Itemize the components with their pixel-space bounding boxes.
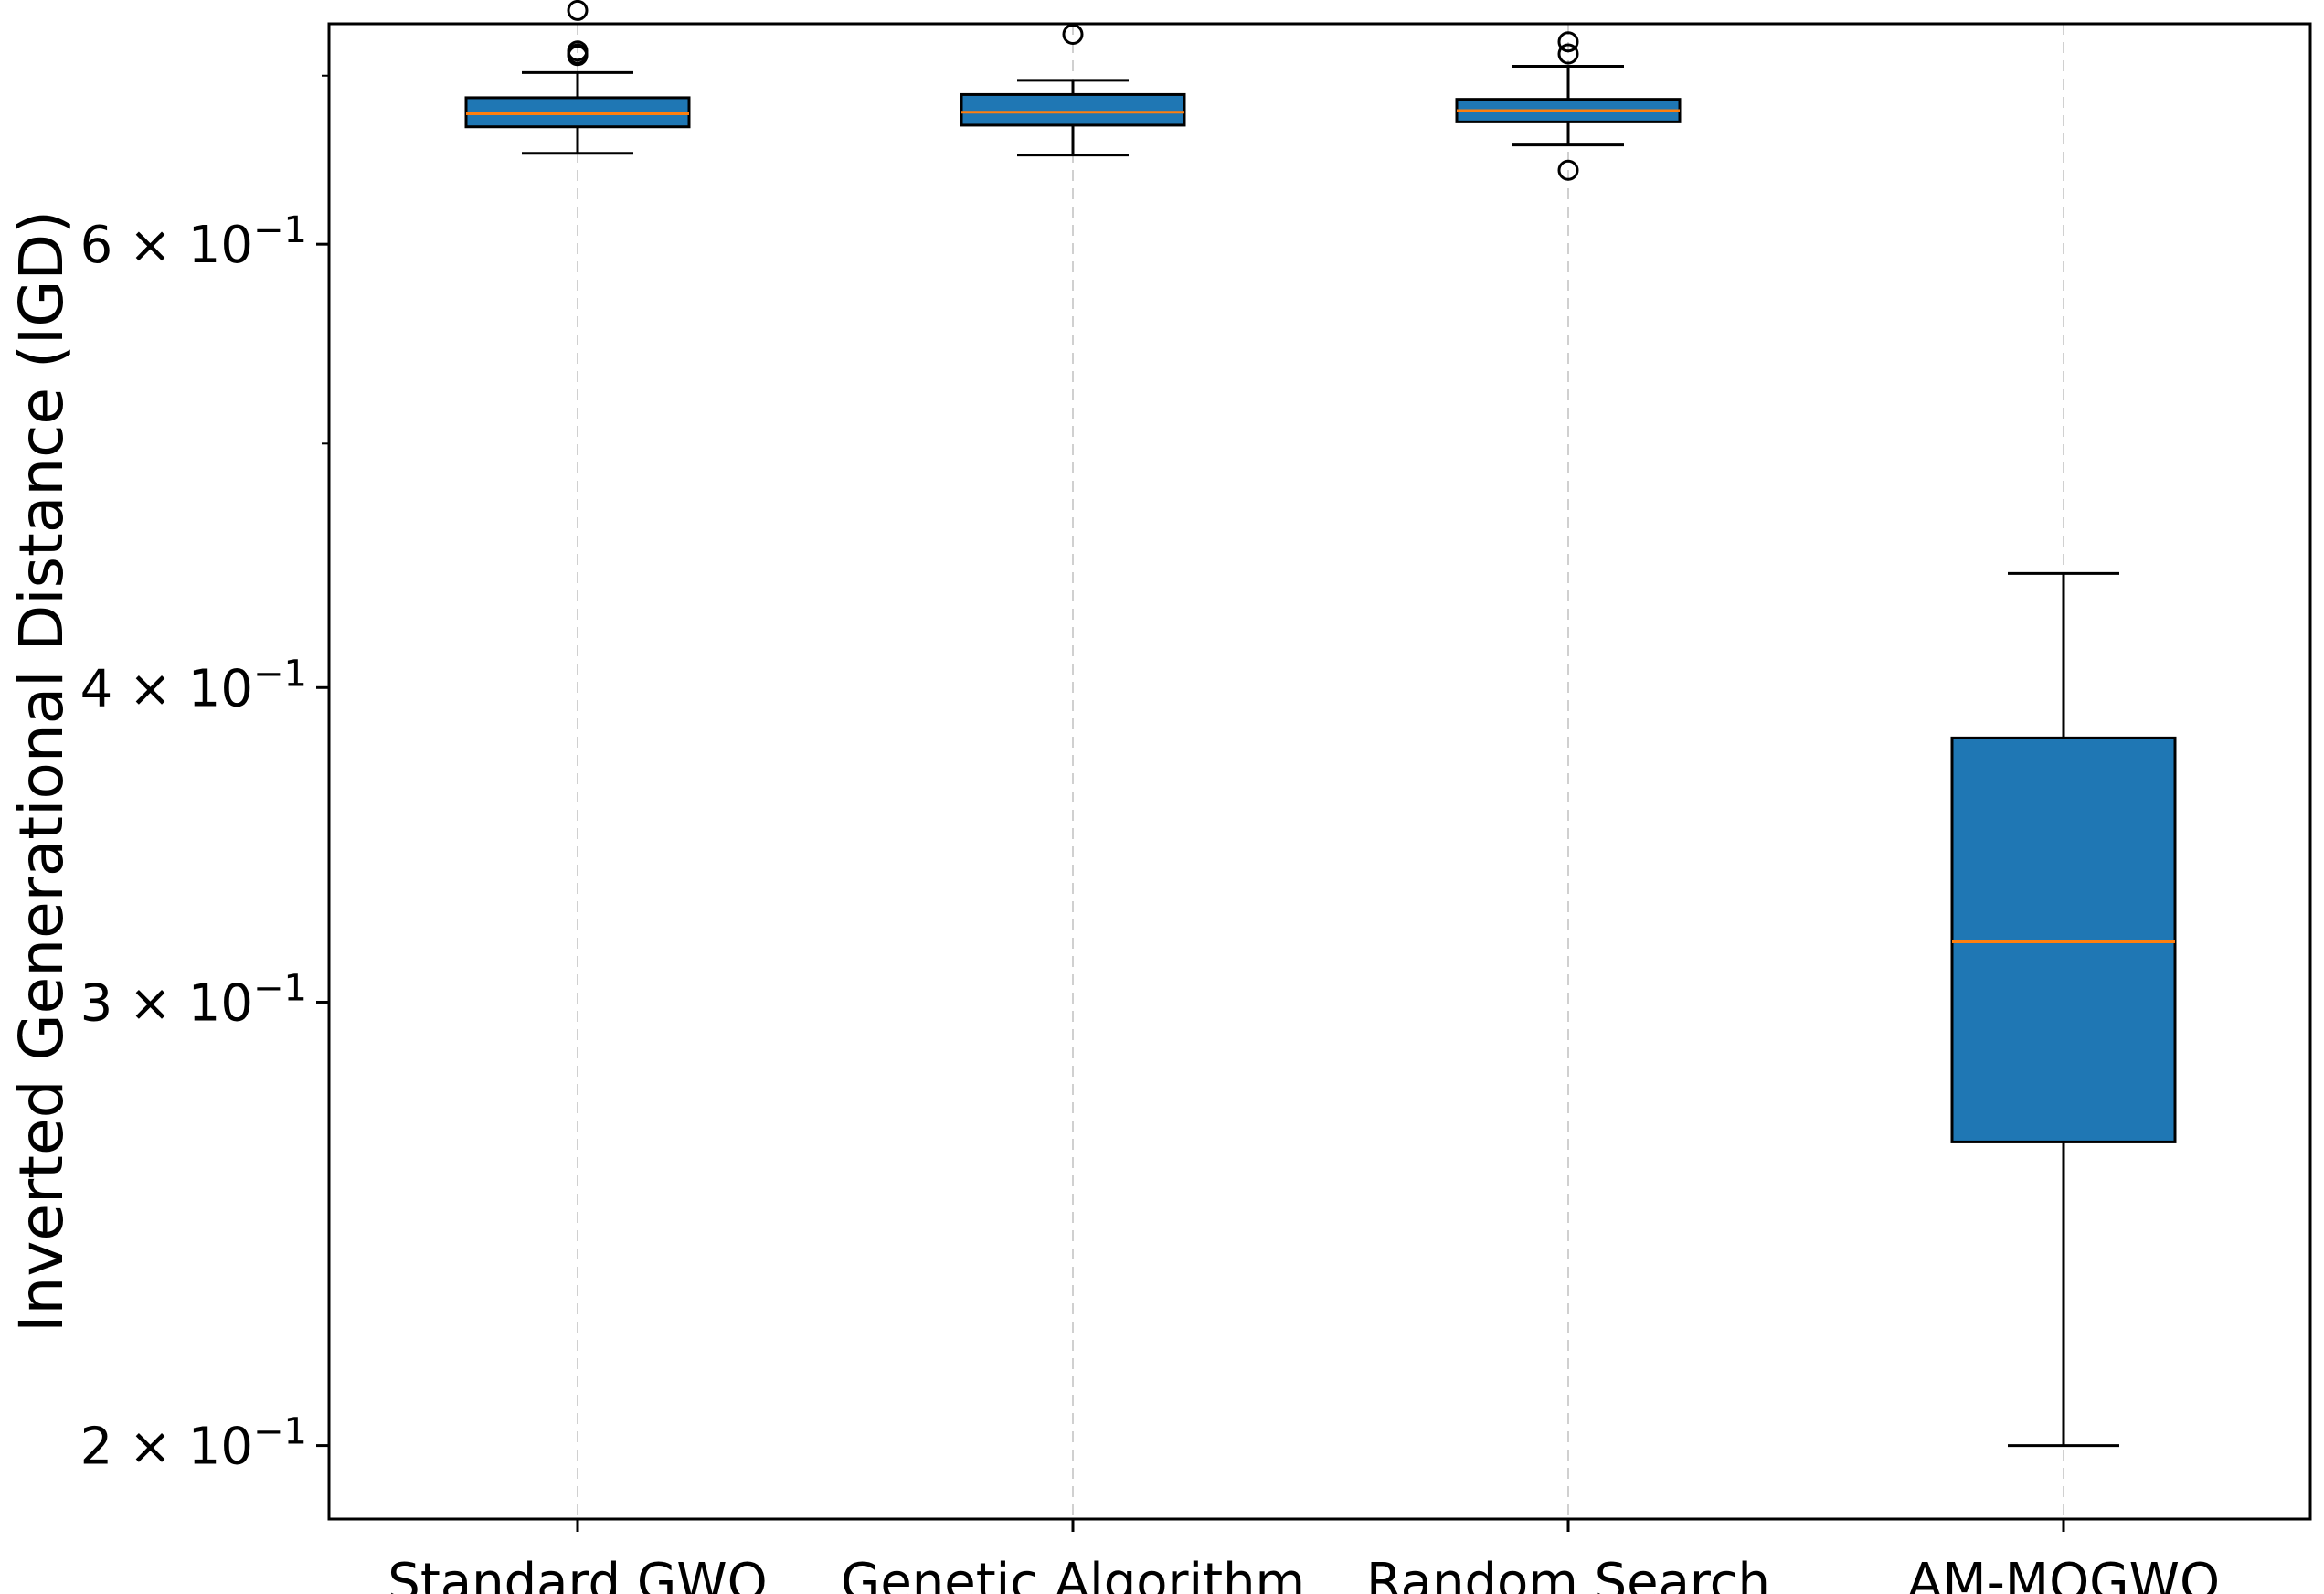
y-tick-mantissa: 2 bbox=[80, 1418, 113, 1477]
y-tick-times: × 10 bbox=[112, 1418, 253, 1477]
y-tick-times: × 10 bbox=[112, 659, 253, 718]
box-iqr bbox=[960, 92, 1186, 127]
plot-area-frame bbox=[327, 22, 2312, 1521]
y-axis-label: Inverted Generational Distance (IGD) bbox=[6, 210, 77, 1333]
y-tick-exponent: −1 bbox=[253, 209, 307, 251]
y-tick-mantissa: 4 bbox=[80, 659, 113, 718]
box-group bbox=[1455, 31, 1682, 181]
box-group bbox=[1950, 571, 2177, 1448]
y-tick-mantissa: 6 bbox=[80, 216, 113, 275]
x-tick-label: Genetic Algorithm bbox=[841, 1553, 1305, 1594]
box-group bbox=[464, 0, 691, 155]
y-tick-label: 2 × 10−1 bbox=[80, 1411, 307, 1477]
y-tick-mantissa: 3 bbox=[80, 973, 113, 1033]
box-group bbox=[960, 23, 1186, 157]
x-axis: Standard GWO Genetic Algorithm Random Sear… bbox=[387, 1519, 2220, 1594]
y-tick-times: × 10 bbox=[112, 216, 253, 275]
y-tick-times: × 10 bbox=[112, 973, 253, 1033]
flier-point bbox=[1557, 43, 1579, 65]
y-tick-exponent: −1 bbox=[253, 967, 307, 1009]
y-tick-exponent: −1 bbox=[253, 653, 307, 695]
flier-point bbox=[567, 0, 589, 21]
flier-point bbox=[1557, 159, 1579, 181]
box-iqr bbox=[1950, 736, 2177, 1143]
y-tick-exponent: −1 bbox=[253, 1411, 307, 1453]
flier-point bbox=[567, 40, 589, 62]
y-tick-label: 6 × 10−1 bbox=[80, 209, 307, 275]
box-series bbox=[464, 0, 2177, 1448]
x-tick-label: AM-MOGWO bbox=[1907, 1553, 2220, 1594]
box-iqr bbox=[464, 96, 691, 129]
y-tick-label: 4 × 10−1 bbox=[80, 653, 307, 718]
y-tick-label: 3 × 10−1 bbox=[80, 967, 307, 1033]
grid-lines bbox=[577, 24, 2064, 1519]
x-tick-label: Standard GWO bbox=[387, 1553, 767, 1594]
y-axis: 2 × 10−13 × 10−14 × 10−16 × 10−1 bbox=[80, 74, 329, 1477]
x-tick-label: Random Search bbox=[1366, 1553, 1770, 1594]
flier-point bbox=[1557, 31, 1579, 53]
